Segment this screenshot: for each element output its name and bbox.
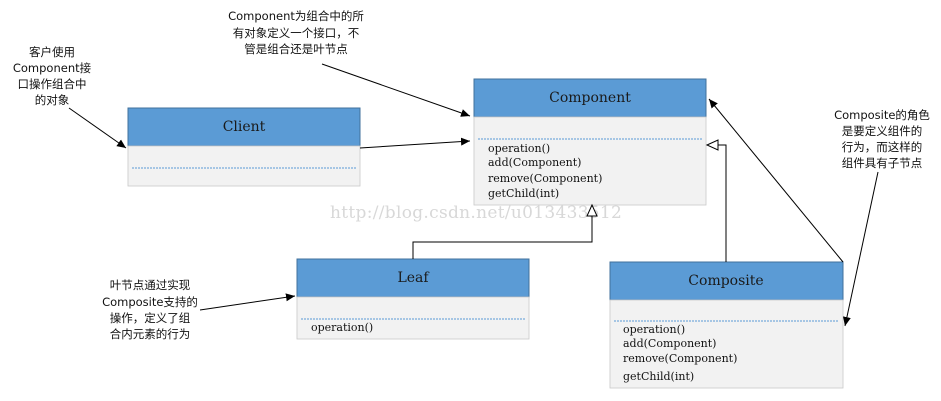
composite-inheritance-arrow-icon — [705, 139, 719, 151]
component-method: operation() — [488, 142, 550, 155]
component-method: getChild(int) — [488, 187, 559, 200]
composite-component-aggregation — [708, 98, 844, 263]
leaf-class-name: Leaf — [397, 270, 430, 286]
note-line: 是要定义组件的 — [842, 124, 923, 138]
note-line: 行为，而这样的 — [842, 140, 923, 154]
note-line: 叶节点通过实现 — [110, 278, 191, 292]
leaf-class[interactable]: Leaf operation() — [296, 258, 530, 340]
note-line: 组件具有子节点 — [842, 156, 923, 170]
note-line: 客户使用 — [29, 45, 75, 59]
note-line: 合内元素的行为 — [110, 327, 191, 341]
note-line: 管是组合还是叶节点 — [244, 42, 348, 56]
composite-method: getChild(int) — [623, 370, 694, 383]
note-line: Component为组合中的所 — [228, 9, 364, 23]
client-component-association — [359, 137, 471, 149]
component-note-pointer — [321, 63, 471, 117]
composite-note-pointer — [842, 171, 879, 327]
component-class[interactable]: Component operation() add(Component) rem… — [473, 78, 707, 206]
note-line: Composite支持的 — [102, 295, 198, 309]
watermark: http://blog.csdn.net/u013433512 — [330, 203, 622, 223]
leaf-note: 叶节点通过实现 Composite支持的 操作，定义了组 合内元素的行为 — [102, 278, 198, 341]
leaf-inheritance-arrow-icon — [586, 203, 598, 217]
note-line: 口操作组合中 — [18, 77, 87, 91]
composite-method: operation() — [623, 323, 685, 336]
leaf-inheritance-line — [412, 216, 593, 259]
client-class[interactable]: Client — [127, 107, 361, 187]
composite-class[interactable]: Composite operation() add(Component) rem… — [609, 261, 844, 389]
client-note-pointer — [68, 107, 127, 149]
note-line: Composite的角色 — [834, 108, 930, 122]
note-line: Component接 — [13, 61, 92, 75]
composite-method: remove(Component) — [623, 352, 737, 365]
leaf-note-pointer — [199, 293, 296, 311]
component-note: Component为组合中的所 有对象定义一个接口，不 管是组合还是叶节点 — [228, 9, 364, 56]
component-method: remove(Component) — [488, 172, 602, 185]
note-line: 有对象定义一个接口，不 — [233, 26, 360, 40]
client-class-name: Client — [223, 119, 266, 135]
composite-inheritance-line — [718, 144, 727, 262]
note-line: 操作，定义了组 — [110, 311, 191, 325]
component-class-name: Component — [549, 90, 631, 106]
component-method: add(Component) — [488, 156, 581, 169]
note-line: 的对象 — [35, 93, 70, 107]
composite-class-name: Composite — [688, 273, 763, 289]
client-note: 客户使用 Component接 口操作组合中 的对象 — [13, 45, 92, 107]
leaf-method: operation() — [311, 321, 373, 334]
composite-method: add(Component) — [623, 337, 716, 350]
composite-note: Composite的角色 是要定义组件的 行为，而这样的 组件具有子节点 — [834, 108, 930, 170]
